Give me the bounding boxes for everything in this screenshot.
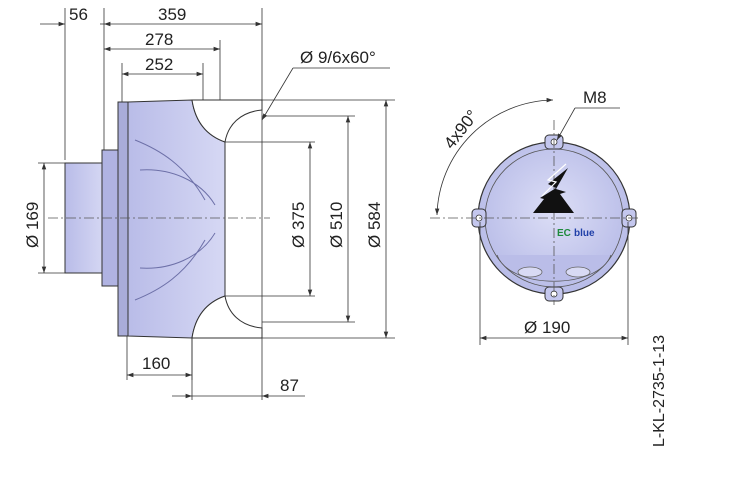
dim-dia-584: Ø 584: [365, 202, 384, 248]
dim-dia-375: Ø 375: [289, 202, 308, 248]
lightning-bolt-icon: [541, 163, 567, 197]
terminal-2: [565, 266, 591, 278]
dim-252: 252: [145, 55, 173, 74]
dim-160: 160: [142, 354, 170, 373]
part-code: L-KL-2735-1-13: [651, 335, 668, 447]
holes-callout: Ø 9/6x60°: [300, 48, 376, 67]
blade-4: [139, 232, 216, 269]
angle-callout: 4x90°: [440, 106, 482, 152]
side-view: 56 359 278 252 Ø 9/6x60° Ø 169 Ø 375 Ø 5…: [23, 5, 395, 400]
impeller-body: [127, 99, 226, 339]
front-view: 4x90° EC blue M8 Ø 190: [430, 88, 640, 345]
blade-2: [134, 239, 206, 301]
holes-leader: [261, 67, 294, 121]
blade-3: [139, 169, 216, 206]
dim-dia-510: Ø 510: [327, 202, 346, 248]
blade-1: [134, 139, 206, 201]
m8-leader: [556, 107, 576, 141]
dim-359: 359: [158, 5, 186, 24]
dim-87: 87: [280, 376, 299, 395]
dim-dia-169: Ø 169: [23, 202, 42, 248]
back-plate: [117, 101, 129, 337]
angle-arc: [434, 97, 554, 216]
dim-278: 278: [145, 30, 173, 49]
ecblue-logo-ec: EC: [557, 228, 571, 239]
ecblue-logo-blue: blue: [574, 228, 595, 239]
dim-56: 56: [69, 5, 88, 24]
terminal-1: [517, 266, 543, 278]
dim-dia-190: Ø 190: [524, 318, 570, 337]
lightning-icon: [533, 168, 574, 213]
thread-callout: M8: [583, 88, 607, 107]
